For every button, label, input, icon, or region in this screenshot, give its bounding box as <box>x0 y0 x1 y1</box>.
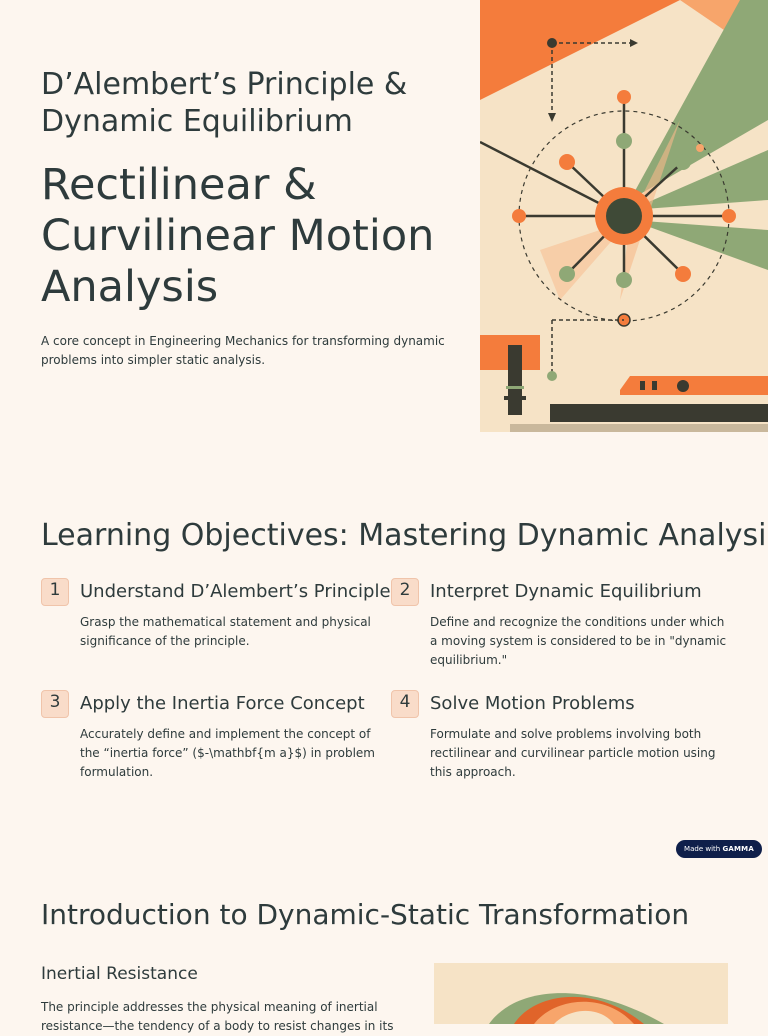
hero-illustration <box>480 0 768 432</box>
objective-heading: Solve Motion Problems <box>430 693 635 714</box>
intro-text: A core concept in Engineering Mechanics … <box>41 334 445 367</box>
section-subheading: Inertial Resistance <box>41 964 198 984</box>
badge-prefix: Made with <box>684 845 721 853</box>
objective-number: 3 <box>41 690 69 718</box>
objective-number: 4 <box>391 690 419 718</box>
section-title: Introduction to Dynamic-Static Transform… <box>41 898 690 931</box>
objective-description: Formulate and solve problems involving b… <box>430 727 716 779</box>
objective-heading: Apply the Inertia Force Concept <box>80 693 365 714</box>
objective-heading: Interpret Dynamic Equilibrium <box>430 581 702 602</box>
section-illustration <box>434 963 728 1024</box>
page-title: Rectilinear & Curvilinear Motion Analysi… <box>41 160 435 312</box>
objectives-title: Learning Objectives: Mastering Dynamic A… <box>41 518 768 553</box>
objective-number: 2 <box>391 578 419 606</box>
objective-heading: Understand D’Alembert’s Principle <box>80 581 391 602</box>
title-slide: D’Alembert’s Principle & Dynamic Equilib… <box>0 0 768 432</box>
objective-number: 1 <box>41 578 69 606</box>
made-with-gamma-badge[interactable]: Made with GAMMA <box>676 840 762 858</box>
section-text: The principle addresses the physical mea… <box>41 1000 394 1033</box>
gamma-logo: GAMMA <box>722 845 754 853</box>
objective-description: Grasp the mathematical statement and phy… <box>80 615 371 648</box>
objective-description: Define and recognize the conditions unde… <box>430 615 727 667</box>
subtitle: D’Alembert’s Principle & Dynamic Equilib… <box>41 67 408 139</box>
objective-description: Accurately define and implement the conc… <box>80 727 375 779</box>
